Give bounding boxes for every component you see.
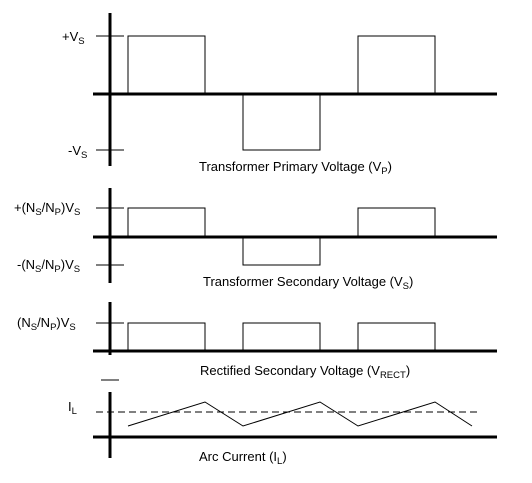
secondary-label-negative: -(NS/NP)VS xyxy=(17,257,80,275)
panel-secondary-voltage: +(NS/NP)VS -(NS/NP)VS Transformer Second… xyxy=(14,188,497,292)
panel-primary-voltage: +VS -VS Transformer Primary Voltage (VP) xyxy=(62,13,497,177)
arc-caption: Arc Current (IL) xyxy=(199,449,287,467)
rectified-caption: Rectified Secondary Voltage (VRECT) xyxy=(200,363,410,381)
primary-label-positive: +VS xyxy=(62,29,85,47)
arc-current-waveform xyxy=(127,401,473,427)
panel-arc-current: IL Arc Current (IL) xyxy=(68,379,497,467)
primary-caption: Transformer Primary Voltage (VP) xyxy=(199,159,392,177)
primary-voltage-waveform xyxy=(127,35,436,151)
rectified-voltage-waveform xyxy=(127,322,436,351)
primary-label-negative: -VS xyxy=(68,143,87,161)
secondary-label-positive: +(NS/NP)VS xyxy=(14,200,80,218)
secondary-caption: Transformer Secondary Voltage (VS) xyxy=(203,274,413,292)
secondary-voltage-waveform xyxy=(127,207,436,266)
rectified-label-level: (NS/NP)VS xyxy=(17,315,76,333)
arc-label-average: IL xyxy=(68,399,77,417)
panel-rectified-voltage: (NS/NP)VS Rectified Secondary Voltage (V… xyxy=(17,302,497,381)
